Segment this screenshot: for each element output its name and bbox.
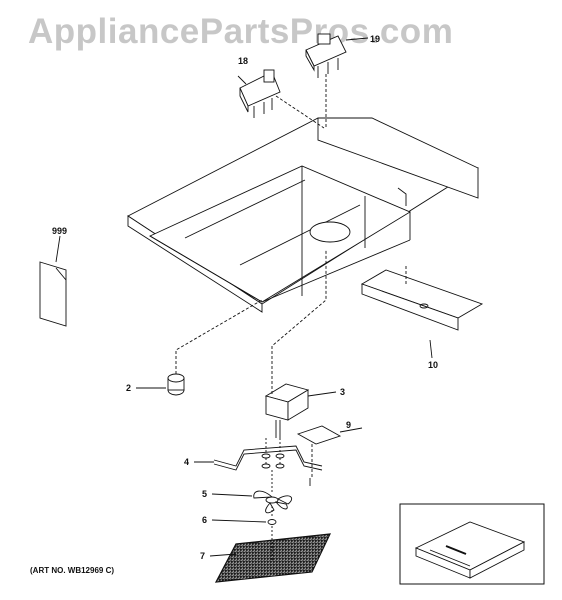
watermark: AppliancePartsPros.com [28,12,454,51]
callout-labels: 18 19 999 10 2 3 9 4 5 6 7 [52,34,438,561]
part-7-grease-filter [209,526,332,583]
part-6-nut [211,506,277,525]
callout-10: 10 [428,360,438,370]
part-3-motor [264,250,337,438]
inset-assembled-hood [399,503,545,585]
callout-3: 3 [340,387,345,397]
callout-2: 2 [126,383,131,393]
callout-19: 19 [370,34,380,44]
callout-5: 5 [202,489,207,499]
part-9-bracket [296,425,363,486]
callout-6: 6 [202,515,207,525]
part-5-fan-blade [211,470,292,514]
part-999-manual [39,235,67,327]
callout-4: 4 [184,457,189,467]
part-10-light-shield [360,266,484,359]
part-2-lamp-socket [136,299,263,396]
hood-body [127,117,480,313]
art-number: (ART NO. WB12969 C) [30,566,115,575]
part-4-motor-mount [194,438,323,471]
part-19-switch [305,33,369,128]
callout-999: 999 [52,226,67,236]
part-18-switch [237,69,325,129]
callout-7: 7 [200,551,205,561]
callout-9: 9 [346,420,351,430]
callout-18: 18 [238,56,248,66]
